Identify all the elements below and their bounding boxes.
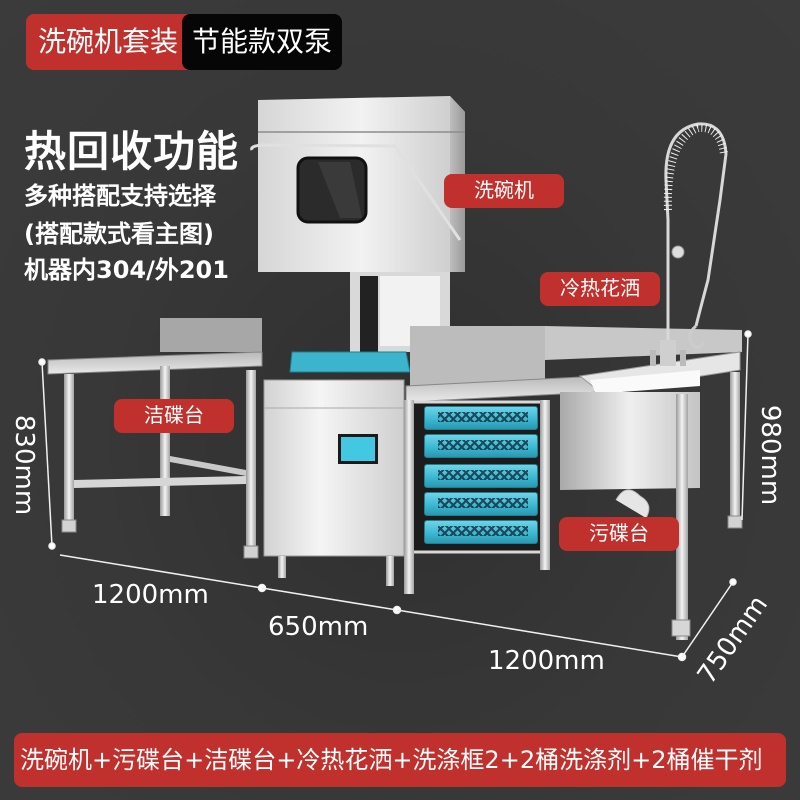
feature-title: 热回收功能 xyxy=(24,127,240,176)
dim-width-left: 1200mm xyxy=(92,580,209,610)
label-sprayer: 冷热花洒 xyxy=(540,272,660,306)
package-contents-strip: 洗碗机+污碟台+洁碟台+冷热花洒+洗涤框2+2桶洗涤剂+2桶催干剂 xyxy=(14,733,786,787)
dim-depth: 750mm xyxy=(691,590,775,690)
wash-rack-2 xyxy=(424,434,538,458)
dim-width-machine: 650mm xyxy=(268,612,369,642)
header-badges: 洗碗机套装 节能款双泵 xyxy=(26,14,343,70)
label-dirty-table: 污碟台 xyxy=(559,517,679,551)
wash-rack-4 xyxy=(424,492,538,516)
label-clean-table: 洁碟台 xyxy=(114,399,234,433)
dim-height-left: 830mm xyxy=(9,414,39,516)
feature-line-2: (搭配款式看主图) xyxy=(24,220,214,248)
label-dishwasher: 洗碗机 xyxy=(444,174,564,208)
package-badge: 洗碗机套装 xyxy=(26,14,189,70)
feature-line-1: 多种搭配支持选择 xyxy=(24,182,216,210)
wash-rack-3 xyxy=(424,464,538,488)
edition-badge: 节能款双泵 xyxy=(182,14,343,70)
wash-rack-5 xyxy=(424,520,538,544)
sprayer-faucet-icon xyxy=(650,122,728,366)
dim-width-right: 1200mm xyxy=(488,646,605,676)
dim-height-right: 980mm xyxy=(755,404,785,506)
feature-line-3: 机器内304/外201 xyxy=(24,256,229,284)
wash-rack-1 xyxy=(424,406,538,430)
